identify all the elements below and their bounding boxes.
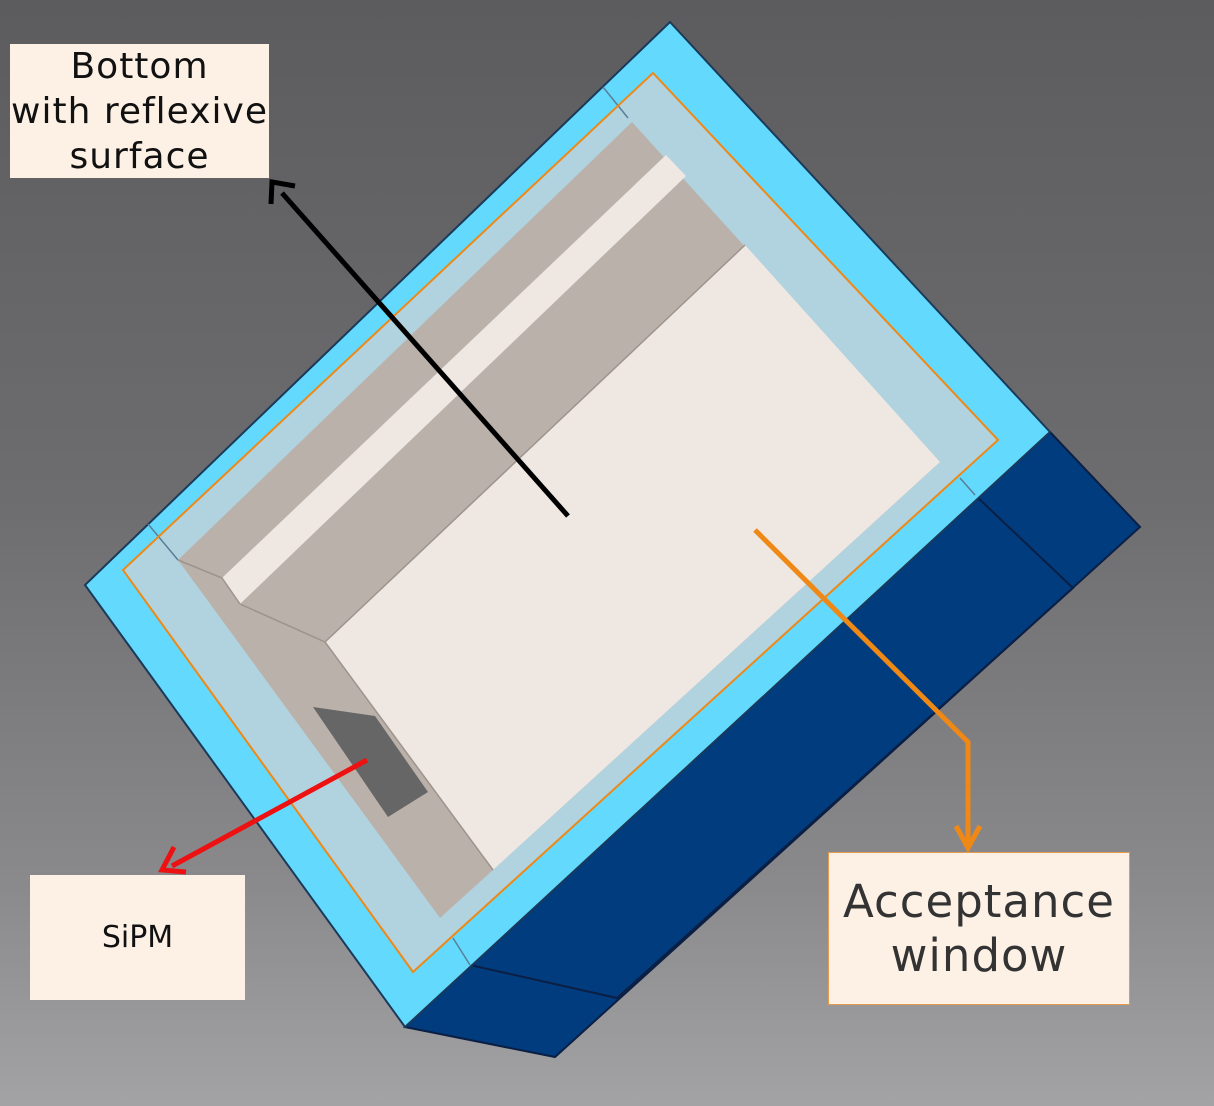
arrow-acceptance: [753, 528, 971, 842]
frame-joint: [959, 477, 976, 496]
reflective-bottom: [325, 245, 940, 870]
sipm-element: [313, 707, 428, 817]
arrow-sipm-head: [158, 845, 187, 875]
label-bottom-reflexive-surface: Bottom with reflexive surface: [10, 44, 269, 178]
arrow-bottom: [280, 191, 570, 518]
wall-edge: [177, 559, 326, 643]
frame-joint: [452, 937, 471, 966]
arrow-bottom-head: [268, 179, 296, 205]
acceptance-window-outline: [121, 71, 1000, 974]
label-bottom-text: Bottom with reflexive surface: [11, 45, 268, 177]
reflective-strip: [222, 155, 686, 604]
wall-edge: [324, 641, 494, 871]
arrow-sipm: [170, 757, 369, 869]
housing-edge: [469, 494, 1075, 1000]
wall-edge: [324, 244, 746, 643]
frame-joint: [147, 523, 179, 561]
frame-joint: [602, 86, 629, 119]
label-sipm: SiPM: [30, 875, 245, 1000]
arrow-acceptance-head: [953, 824, 983, 854]
label-acceptance-text: Acceptance window: [843, 874, 1115, 982]
label-acceptance-window: Acceptance window: [828, 852, 1130, 1005]
label-sipm-text: SiPM: [101, 920, 174, 955]
